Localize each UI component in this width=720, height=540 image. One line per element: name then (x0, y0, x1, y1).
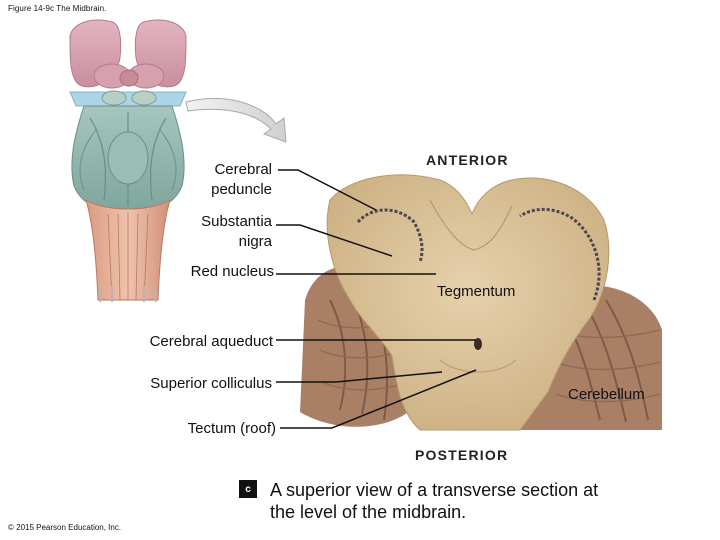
label-red-nucleus: Red nucleus (190, 263, 274, 280)
label-cerebral-peduncle: Cerebral peduncle (211, 161, 272, 198)
label-tegmentum: Tegmentum (437, 283, 516, 300)
leader-cerebral-peduncle (278, 169, 377, 211)
leader-lines (276, 169, 477, 429)
label-substantia-nigra: Substantia nigra (201, 213, 272, 250)
leader-substantia-nigra (276, 224, 393, 257)
label-superior-colliculus: Superior colliculus (150, 375, 272, 392)
label-cerebral-aqueduct: Cerebral aqueduct (149, 333, 273, 350)
midbrain-section (326, 174, 610, 431)
view-direction-arrow (185, 97, 287, 143)
anterior-label: ANTERIOR (426, 152, 509, 168)
label-tectum: Tectum (roof) (187, 420, 276, 437)
leader-superior-colliculus (276, 371, 443, 383)
figure-caption: A superior view of a transverse section … (270, 480, 599, 522)
leader-tectum (280, 369, 477, 429)
panel-letter-badge: c (239, 480, 257, 498)
copyright-notice: © 2015 Pearson Education, Inc. (8, 523, 122, 532)
posterior-label: POSTERIOR (415, 447, 509, 463)
figure-title: Figure 14-9c The Midbrain. (8, 4, 107, 13)
label-cerebellum: Cerebellum (568, 386, 645, 403)
brainstem-illustration (69, 19, 187, 303)
